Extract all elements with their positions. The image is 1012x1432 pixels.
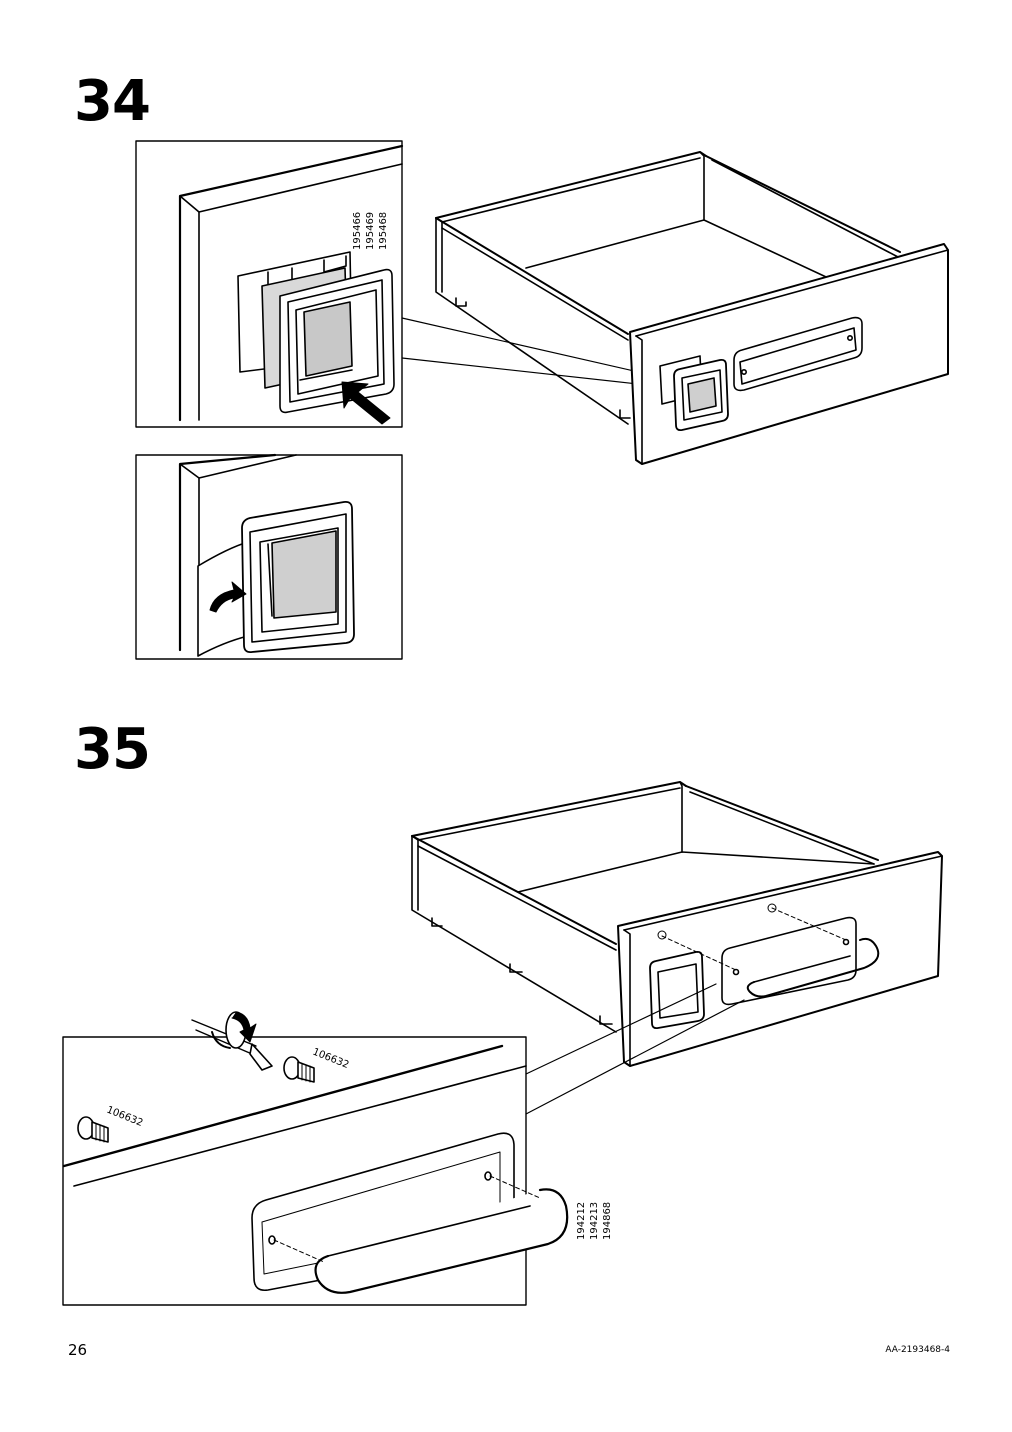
step-number-34: 34 — [74, 69, 151, 134]
part-numbers-step34: 195466 195469 195468 — [352, 212, 389, 250]
screw-label-106632-b: 106632 — [311, 1047, 351, 1072]
screw-labels-step35: 106632 106632 — [105, 1047, 351, 1130]
part-number-195468: 195468 — [378, 212, 389, 250]
drawer-step35 — [411, 781, 943, 1067]
screwdriver-icon — [191, 1011, 273, 1071]
detail-box-handle — [62, 1011, 569, 1306]
page-number: 26 — [68, 1341, 88, 1359]
document-id: AA-2193468-4 — [885, 1345, 950, 1355]
drawer-step34 — [435, 151, 949, 465]
step-number-35: 35 — [74, 717, 151, 782]
screw-icon — [283, 1056, 315, 1083]
part-numbers-step35: 194212 194213 194868 — [576, 1202, 613, 1240]
screw-label-106632-a: 106632 — [105, 1105, 145, 1130]
detail-box-label-insert — [135, 453, 403, 660]
part-number-194868: 194868 — [602, 1202, 613, 1240]
detail-box-label-frame — [135, 140, 404, 428]
part-number-194213: 194213 — [589, 1202, 600, 1240]
screw-icon — [77, 1116, 109, 1143]
part-number-195466: 195466 — [352, 212, 363, 250]
part-number-194212: 194212 — [576, 1202, 587, 1240]
part-number-195469: 195469 — [365, 212, 376, 250]
